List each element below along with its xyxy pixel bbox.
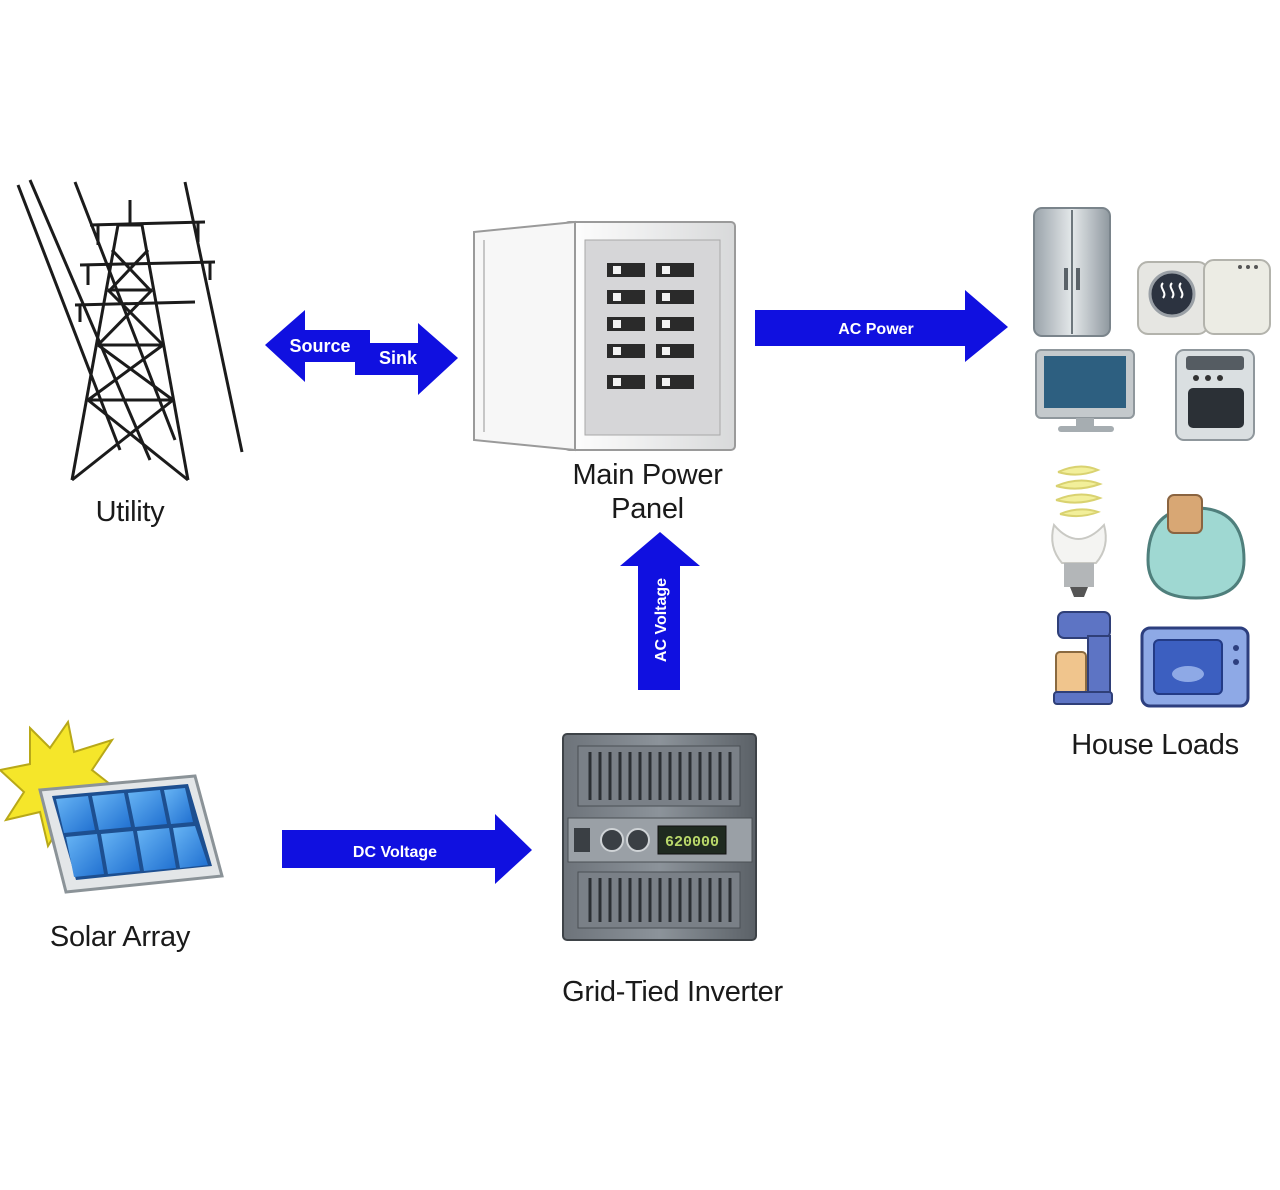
refrigerator-icon (1033, 207, 1111, 337)
inverter-display: 620000 (665, 834, 719, 851)
main-power-panel-icon (473, 220, 736, 452)
main-power-panel-label-line1: Main Power (572, 459, 723, 491)
stove-icon (1175, 349, 1255, 441)
light-bulb-icon (1051, 465, 1107, 597)
coffee-maker-icon (1053, 611, 1113, 705)
dc-voltage-arrow (282, 814, 532, 884)
microwave-icon (1140, 626, 1250, 708)
toaster-icon (1146, 494, 1246, 600)
inverter-label: Grid-Tied Inverter (562, 976, 783, 1008)
house-loads-label: House Loads (1071, 729, 1239, 761)
ac-power-label: AC Power (838, 321, 914, 338)
source-sink-arrow (265, 310, 458, 395)
ac-power-arrow (755, 290, 1008, 362)
ac-voltage-arrow (620, 532, 700, 690)
washer-dryer-icon (1137, 259, 1271, 335)
main-power-panel-label: Main Power Panel (540, 458, 755, 526)
tv-monitor-icon (1035, 349, 1135, 432)
solar-panel-icon (38, 774, 224, 894)
solar-array-label: Solar Array (49, 921, 191, 953)
utility-tower-icon (16, 179, 244, 482)
source-label: Source (289, 336, 350, 356)
ac-voltage-label: AC Voltage (653, 578, 670, 662)
sink-label: Sink (379, 348, 418, 368)
dc-voltage-label: DC Voltage (353, 844, 437, 861)
inverter-icon (562, 733, 757, 941)
main-power-panel-label-line2: Panel (611, 493, 684, 525)
utility-label: Utility (95, 496, 165, 528)
